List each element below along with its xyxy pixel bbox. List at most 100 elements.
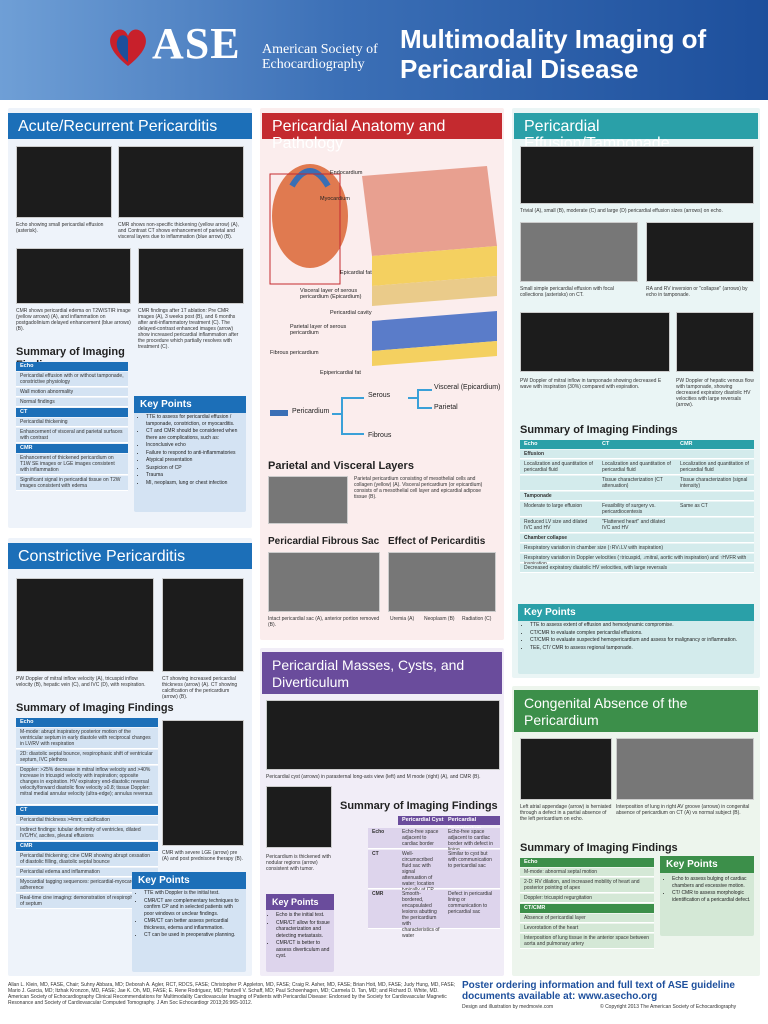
constrictive-caption-3: CMR with severe LGE (arrow) pre (A) and … <box>162 850 243 862</box>
effusion-caption-4: PW Doppler of mitral inflow in tamponade… <box>520 378 662 390</box>
key-point-item: Trauma <box>146 472 244 479</box>
table-row-modality: CMR <box>368 890 398 929</box>
table-row: 2-D: RV dilation, and increased mobility… <box>520 878 654 893</box>
table-cell: Localization and quantitation of pericar… <box>676 460 754 475</box>
acute-caption-1: Echo showing small pericardial effusion … <box>16 222 104 234</box>
key-point-item: Failure to respond to anti-inflammatorie… <box>146 450 244 457</box>
key-point-item: Echo is the initial test. <box>276 912 332 919</box>
congenital-summary-title: Summary of Imaging Findings <box>520 842 678 854</box>
congenital-echo-image <box>520 738 612 800</box>
anatomy-label-epipericardial: Epipericardial fat <box>320 370 361 376</box>
table-group-header: CMR <box>16 444 128 453</box>
table-row: Pericardial edema and inflammation <box>16 868 158 877</box>
anatomy-label-parietal: Parietal layer of serous pericardium <box>290 324 347 336</box>
masses-summary-title: Summary of Imaging Findings <box>340 800 498 812</box>
congenital-caption-2: Interposition of lung in right AV groove… <box>616 804 750 816</box>
anatomy-label-visceral: Visceral layer of serous pericardium (Ep… <box>300 288 362 300</box>
effect-label-c: Radiation (C) <box>462 616 492 622</box>
table-row-modality: Echo <box>368 828 398 849</box>
table-cell <box>676 518 754 533</box>
key-point-item: CT and CMR should be considered when the… <box>146 428 244 441</box>
logo-text: ASE <box>152 19 241 68</box>
table-group-header: Echo <box>16 718 158 727</box>
table-col-header: CMR <box>676 440 754 449</box>
acute-keypoints <box>134 396 246 512</box>
effusion-ct-image <box>520 222 638 282</box>
table-col-header: Pericardial Cyst <box>398 816 444 825</box>
table-row: Absence of pericardial layer <box>520 914 654 923</box>
anatomy-label-myocardium: Myocardium <box>320 196 350 202</box>
fibrous-sac-title: Pericardial Fibrous Sac <box>268 536 380 547</box>
footer-citation: Allan L. Klein, MD, FASE, Chair; Suhny A… <box>8 982 456 1006</box>
table-section-label: Tamponade <box>520 492 754 501</box>
effect-label-a: Uremia (A) <box>390 616 415 622</box>
key-point-item: CMR/CT can better assess pericardial thi… <box>144 918 244 931</box>
table-group-header: Echo <box>16 362 128 371</box>
acute-keypoints-list: TTE to assess for pericardial effusion /… <box>138 414 244 487</box>
table-row: 2D: diastolic septal bounce, respirophas… <box>16 750 158 765</box>
table-cell: Tissue characterization (signal intensit… <box>676 476 754 491</box>
table-section-label: Chamber collapse <box>520 534 754 543</box>
poster-title: Multimodality Imaging of Pericardial Dis… <box>400 24 707 84</box>
anatomy-label-endocardium: Endocardium <box>330 170 363 176</box>
anatomy-label-cavity: Pericardial cavity <box>330 310 372 316</box>
effusion-mitral-doppler-image <box>520 312 670 372</box>
acute-caption-4: CMR findings after 1T ablation: Pre CMR … <box>138 308 239 350</box>
table-cell: "Flattened heart" and dilated IVC and HV <box>598 518 676 533</box>
footer-copyright: © Copyright 2013 The American Society of… <box>600 1004 737 1010</box>
fibrous-caption: Intact pericardial sac (A), anterior por… <box>268 616 380 628</box>
table-row: Pericardial effusion with or without tam… <box>16 372 128 387</box>
anatomy-label-fibrous: Fibrous pericardium <box>270 350 319 356</box>
congenital-caption-1: Left atrial appendage (arrow) is herniat… <box>520 804 612 822</box>
table-row: Pericardial thickening <box>16 418 128 427</box>
effect-image <box>388 552 496 612</box>
constrictive-caption-2: CT showing increased pericardial thickne… <box>162 676 238 700</box>
key-point-item: CT can be used in preoperative planning. <box>144 932 244 939</box>
table-row: Respiratory variation in Doppler velocit… <box>520 554 754 567</box>
layers-caption: Parietal pericardium consisting of mesot… <box>354 476 483 500</box>
key-point-item: CMR/CT is better to assess diverticulum … <box>276 940 332 960</box>
table-row: Respiratory variation in chamber size (↑… <box>520 544 754 553</box>
table-cell: Localization and quantitation of pericar… <box>598 460 676 475</box>
table-row: Doppler: tricuspid regurgitation <box>520 894 654 903</box>
table-row: Significant signal in pericardial tissue… <box>16 476 128 491</box>
key-point-item: CMR/CT are complementary techniques to c… <box>144 898 244 918</box>
effusion-summary-title: Summary of Imaging Findings <box>520 424 678 436</box>
effusion-collapse-image <box>646 222 754 282</box>
table-row-modality: CT <box>368 850 398 889</box>
table-row: M-mode: abnormal septal motion <box>520 868 654 877</box>
table-col-header: Echo <box>520 440 598 449</box>
table-cell: Similar to cyst but with communication t… <box>444 850 500 889</box>
key-point-item: Echo to assess bulging of cardiac chambe… <box>672 876 752 889</box>
table-row: M-mode: abrupt inspiratory posterior mot… <box>16 728 158 749</box>
effusion-keypoints-title: Key Points <box>518 604 754 621</box>
table-cell: Echo-free space adjacent to cardiac bord… <box>398 828 444 849</box>
effusion-hepatic-doppler-image <box>676 312 754 372</box>
table-cell: Echo-free space adjacent to cardiac bord… <box>444 828 500 853</box>
table-cell: Reduced LV size and dilated IVC and HV <box>520 518 598 533</box>
key-point-item: CT/CMR to evaluate complex pericardial e… <box>530 630 750 637</box>
constrictive-keypoints-title: Key Points <box>132 872 246 889</box>
tree-root-label: Pericardium <box>292 408 330 415</box>
layers-title: Parietal and Visceral Layers <box>268 460 414 472</box>
table-row: Normal findings <box>16 398 128 407</box>
table-group-header: CT <box>16 806 158 815</box>
masses-keypoints-list: Echo is the initial test.CMR/CT allow fo… <box>268 912 332 961</box>
masses-cyst-image <box>266 700 500 770</box>
constrictive-caption-1: PW Doppler of mitral inflow velocity (A)… <box>16 676 146 688</box>
heart-logo-icon <box>110 29 146 66</box>
table-cell <box>520 476 598 491</box>
table-col-header: Pericardial Diverticulum <box>444 816 500 832</box>
tree-fibrous-label: Fibrous <box>368 432 392 439</box>
table-row: Doppler: >25% decrease in mitral inflow … <box>16 766 158 805</box>
pericardium-tree-diagram <box>270 389 432 435</box>
constrictive-title: Constrictive Pericarditis <box>8 543 252 569</box>
acute-caption-2: CMR shows non-specific thickening (yello… <box>118 222 239 240</box>
table-row: Enhancement of thickened pericardium on … <box>16 454 128 475</box>
acute-cmr-ablation-image <box>138 248 244 304</box>
table-group-header: CT <box>16 408 128 417</box>
table-cell: Tissue characterization (CT attenuation) <box>598 476 676 491</box>
effusion-sizes-image <box>520 146 754 204</box>
effusion-caption-2: Small simple pericardial effusion with f… <box>520 286 614 298</box>
constrictive-summary-title: Summary of Imaging Findings <box>16 702 174 714</box>
